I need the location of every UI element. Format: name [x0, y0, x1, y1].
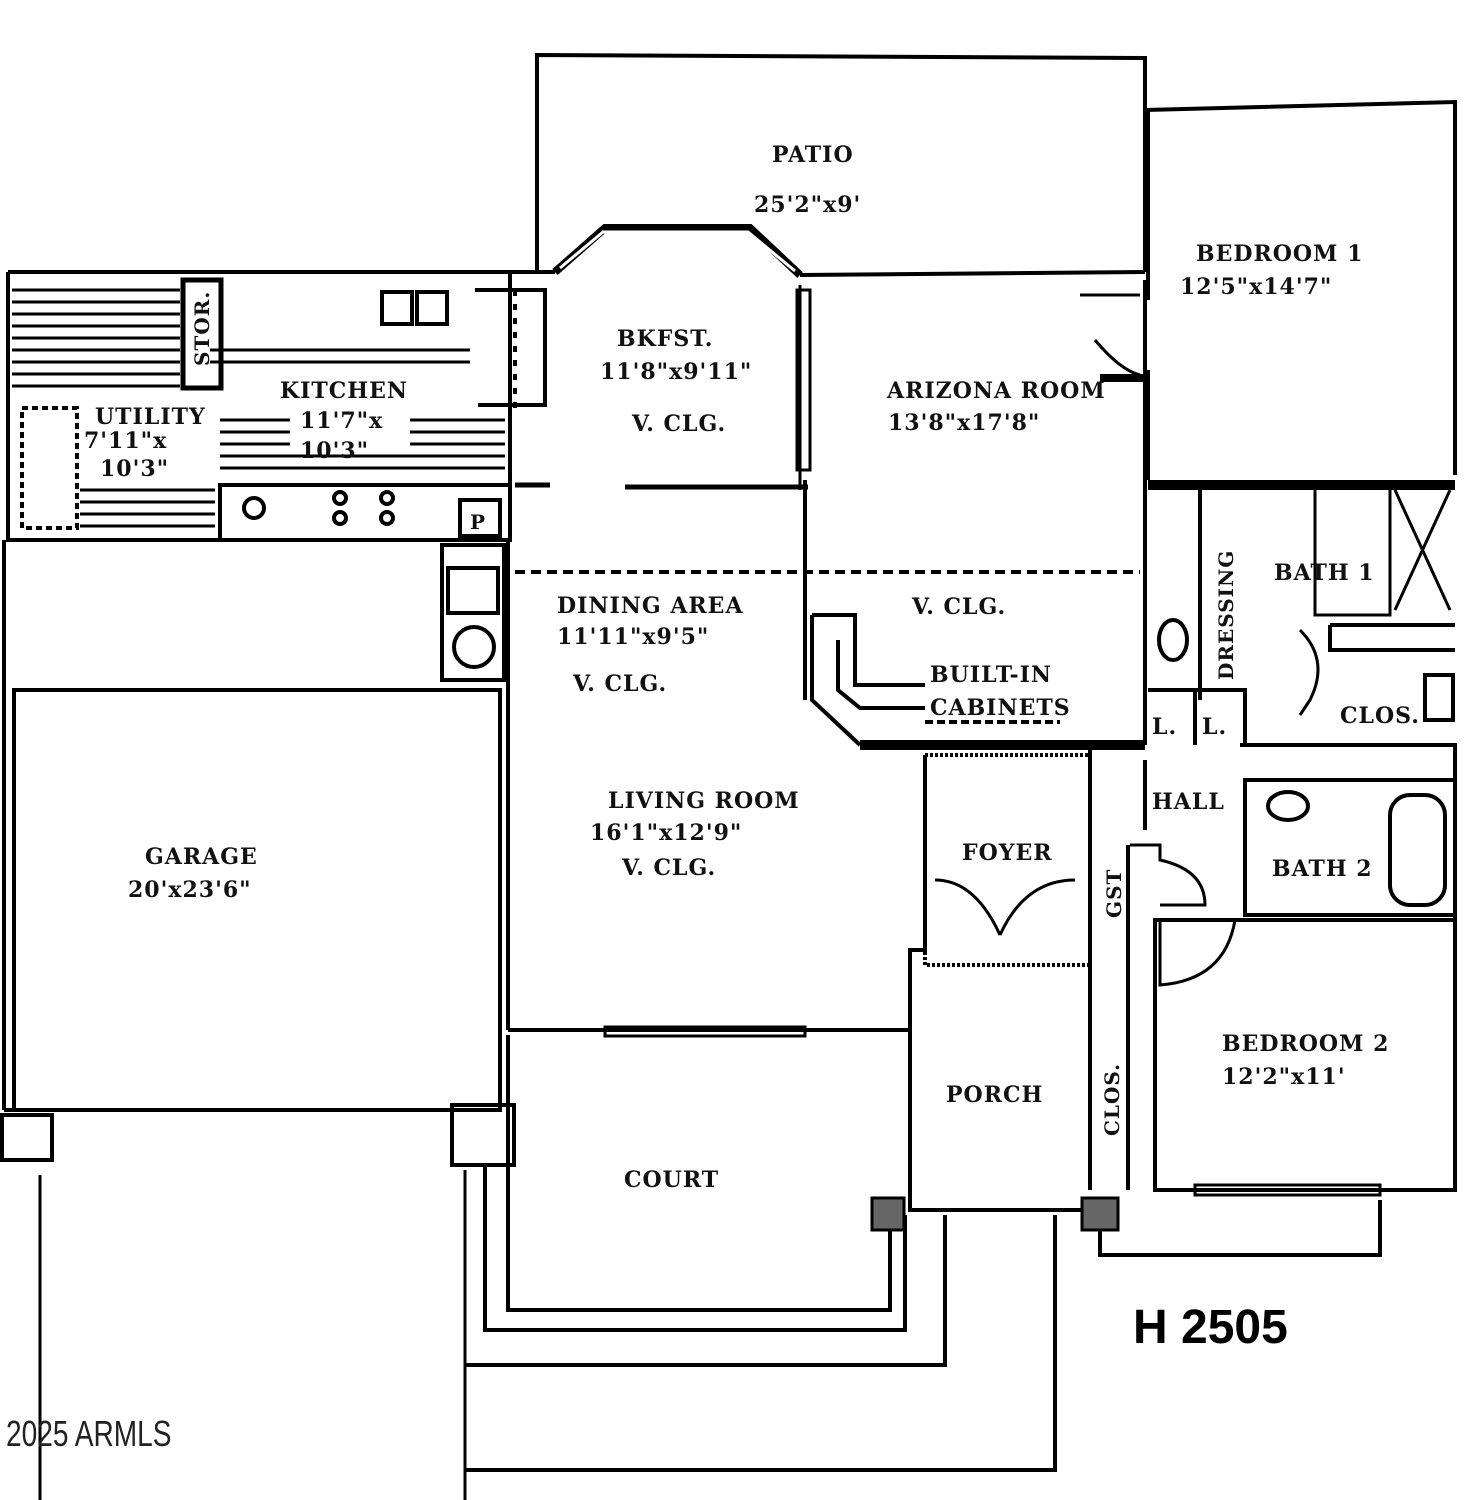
foyer-label: FOYER	[962, 840, 1053, 866]
dining-note: V. CLG.	[573, 671, 668, 697]
hall-label: HALL	[1152, 789, 1225, 815]
bath1-outline	[1313, 483, 1392, 617]
model-number: H 2505	[1133, 1301, 1288, 1354]
linen1-label: L.	[1152, 714, 1178, 740]
bedroom2-label: BEDROOM 2	[1222, 1031, 1390, 1057]
pantry-label: P	[470, 510, 487, 534]
built-in-label-1: BUILT-IN	[930, 662, 1053, 688]
living-room-label: LIVING ROOM	[608, 788, 800, 814]
living-room-note: V. CLG.	[622, 855, 717, 881]
kitchen-label: KITCHEN	[280, 378, 408, 404]
storage-label: STOR.	[190, 290, 214, 366]
bath2-label: BATH 2	[1272, 856, 1373, 882]
utility-dims-1: 7'11"x	[84, 428, 168, 454]
built-in-label-2: CABINETS	[930, 695, 1071, 721]
dressing-label: DRESSING	[1214, 549, 1238, 680]
copyright-watermark: 2025 ARMLS	[6, 1413, 172, 1454]
porch-outline	[908, 1030, 1090, 1212]
garage-dims: 20'x23'6"	[128, 877, 252, 903]
storage-closet	[180, 277, 224, 391]
arizona-room-label: ARIZONA ROOM	[887, 378, 1106, 404]
living-room-dims: 16'1"x12'9"	[590, 820, 743, 846]
kitchen-dims-1: 11'7"x	[300, 408, 384, 434]
porch-label: PORCH	[946, 1082, 1044, 1108]
patio-label: PATIO	[772, 142, 854, 168]
arizona-room-dims: 13'8"x17'8"	[888, 410, 1041, 436]
dining-dims: 11'11"x9'5"	[557, 624, 710, 650]
built-in-cabinets	[810, 613, 925, 747]
utility-label: UTILITY	[95, 404, 206, 430]
garage-outline	[12, 688, 502, 1112]
bedroom2-dims: 12'2"x11'	[1222, 1064, 1346, 1090]
patio-outline	[535, 52, 1147, 272]
kitchen-hatch	[12, 288, 505, 528]
court-label: COURT	[624, 1167, 720, 1193]
court-outline	[506, 1035, 892, 1312]
closet1-label: CLOS.	[1340, 703, 1420, 729]
patio-dims: 25'2"x9'	[754, 192, 862, 218]
bedroom1-label: BEDROOM 1	[1196, 241, 1364, 267]
arizona-room-note: V. CLG.	[912, 594, 1007, 620]
north-wall	[8, 99, 1457, 475]
bath2-outline	[1243, 778, 1457, 917]
bath1-label: BATH 1	[1274, 560, 1375, 586]
kitchen-dims-2: 10'3"	[300, 438, 370, 464]
breakfast-label: BKFST.	[617, 326, 714, 352]
bedroom2-outline	[1153, 918, 1457, 1192]
bedroom1-dims: 12'5"x14'7"	[1180, 274, 1333, 300]
dining-label: DINING AREA	[557, 593, 744, 619]
breakfast-note: V. CLG.	[632, 411, 727, 437]
breakfast-dims: 11'8"x9'11"	[600, 359, 753, 385]
garage-label: GARAGE	[145, 844, 258, 870]
linen2-label: L.	[1202, 714, 1228, 740]
closet2-label: CLOS.	[1100, 1062, 1124, 1136]
guest-closet-label: GST	[1102, 868, 1126, 918]
sink-icon	[242, 496, 266, 520]
utility-dims-2: 10'3"	[100, 456, 170, 482]
bay-window	[552, 224, 803, 278]
